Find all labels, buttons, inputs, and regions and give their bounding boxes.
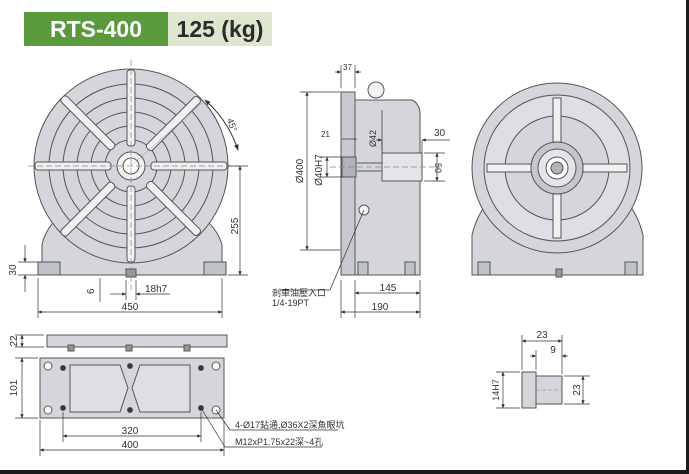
dim-h101: 101: [9, 379, 20, 396]
dim-top37: 37: [343, 63, 352, 72]
key-w9: 9: [550, 345, 556, 356]
plan-dimensions: [15, 334, 338, 456]
weight-badge: 125 (kg): [168, 12, 272, 46]
key-dimensions: [496, 335, 590, 409]
front-base-foot-left: [37, 261, 61, 276]
oil-port-label: 剎車油壓入口: [272, 287, 326, 298]
rear-view: [471, 82, 644, 278]
key-h14: 14H7: [491, 379, 501, 401]
side-view: [330, 81, 440, 276]
dim-angle: 45°: [225, 117, 239, 134]
dim-w450: 450: [122, 302, 139, 313]
key-w23: 23: [536, 330, 548, 341]
dim-h22: 22: [9, 335, 20, 347]
front-dimensions: [18, 165, 248, 318]
plan-top-strip: [46, 334, 228, 348]
dim-h30: 30: [8, 264, 19, 276]
side-body: [354, 99, 421, 276]
oil-port-thread: 1/4-19PT: [272, 298, 310, 308]
front-view: [28, 60, 240, 290]
plan-view: [39, 334, 228, 419]
dim-dia400: Ø400: [295, 158, 306, 183]
side-dimensions: [280, 65, 450, 318]
key-h23: 23: [572, 384, 583, 396]
frame-right-edge: [686, 0, 689, 474]
dim-w145: 145: [380, 283, 397, 294]
dim-w320: 320: [122, 426, 139, 437]
dim-d21: 21: [321, 130, 330, 139]
model-badge: RTS-400: [24, 12, 168, 46]
tapped-note: M12xP1.75x22深~4孔: [235, 437, 323, 447]
front-base-foot-right: [203, 261, 227, 276]
dim-w400: 400: [122, 440, 139, 451]
dim-slot: 18h7: [145, 284, 168, 295]
frame-bottom-edge: [0, 470, 689, 474]
holes-note: 4-Ø17鉆通,Ø36X2深魚眼坑: [235, 419, 345, 430]
dim-w190: 190: [372, 302, 389, 313]
dim-dia40: Ø40H7: [314, 154, 325, 186]
key-detail: [521, 371, 563, 409]
dim-d6: 6: [86, 288, 97, 294]
key-flange: [521, 371, 537, 409]
dim-h50: 50: [433, 163, 443, 173]
side-lift-ring: [367, 81, 385, 99]
dim-w30: 30: [434, 128, 446, 139]
dim-h255: 255: [230, 217, 241, 234]
dim-dia42: Ø42: [368, 130, 378, 147]
